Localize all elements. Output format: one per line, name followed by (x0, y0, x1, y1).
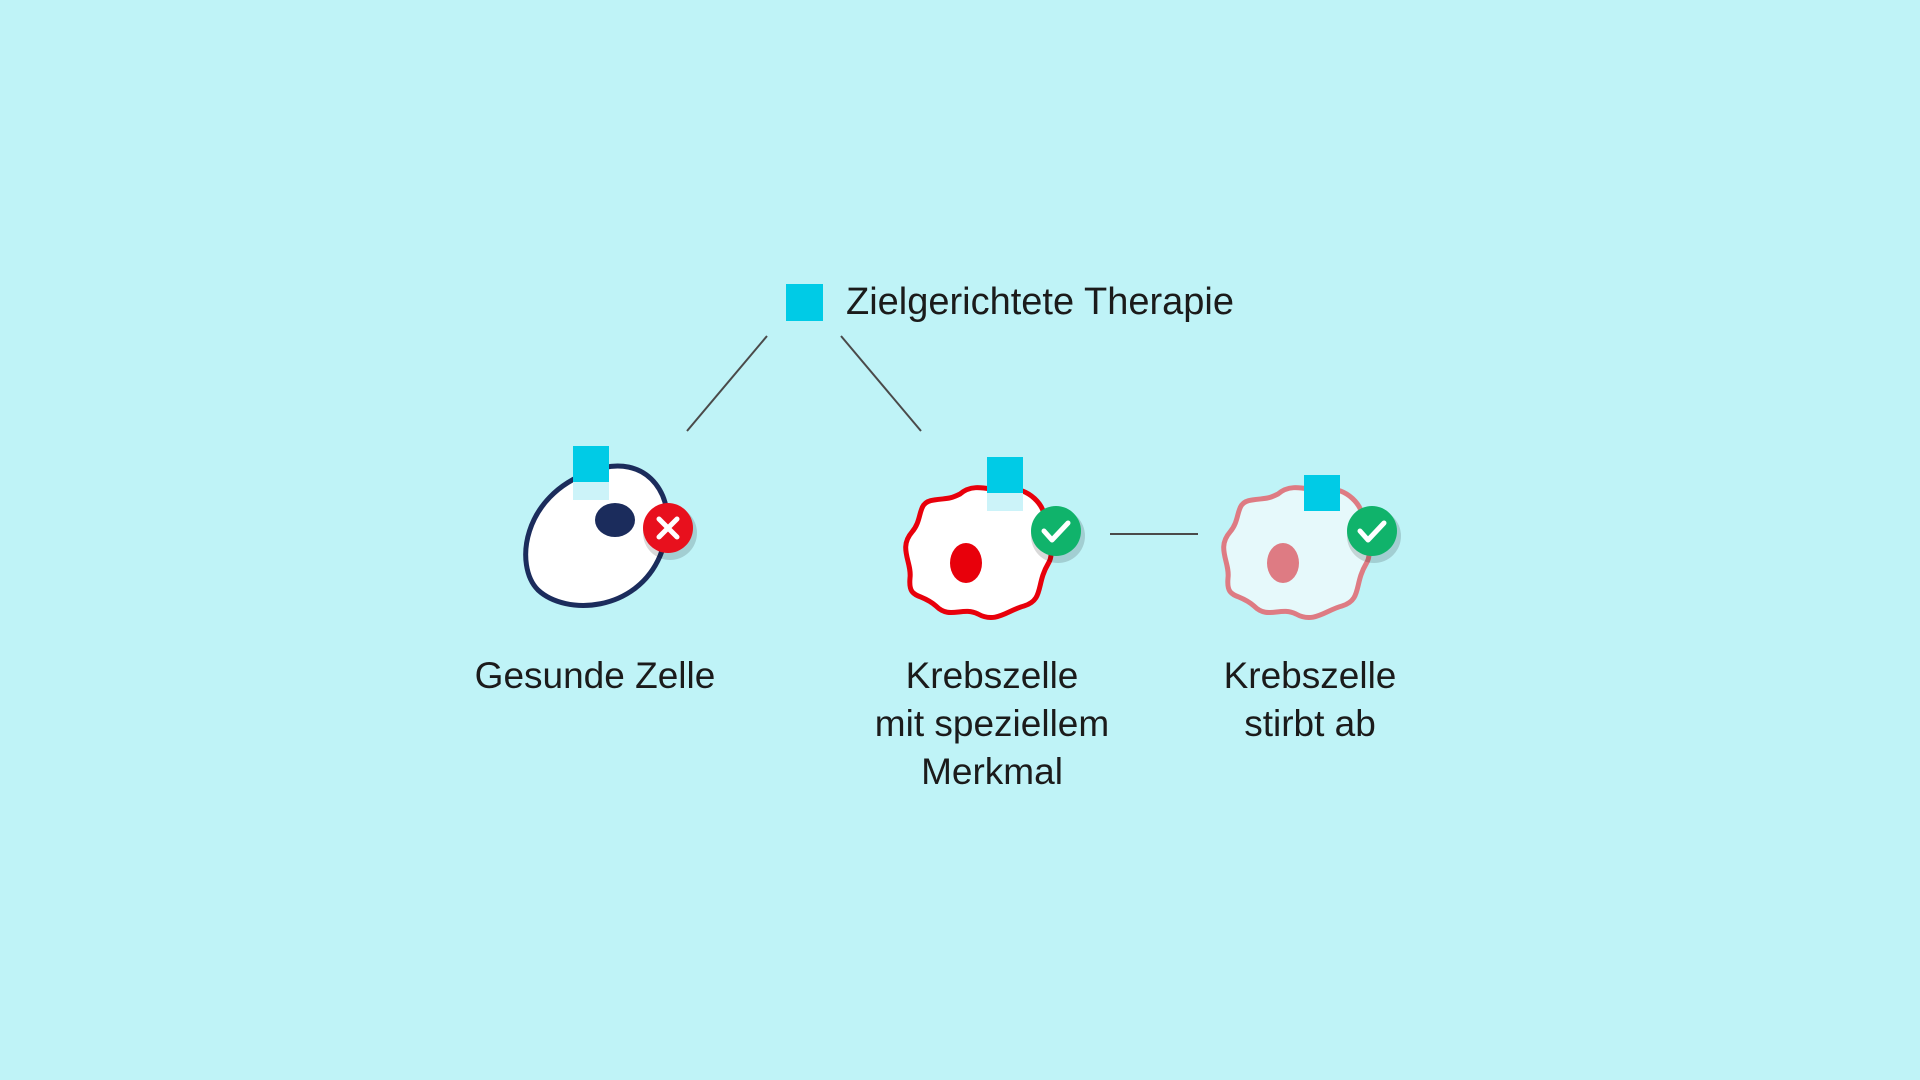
healthy-cell-cross-icon (643, 503, 697, 560)
healthy-cell-drug-square-shadow (573, 482, 609, 500)
dying-cell (1221, 475, 1401, 621)
dying-cell-label-line-2: stirbt ab (1244, 703, 1376, 744)
targeted-therapy-square-icon (786, 283, 823, 321)
dying-cell-label: Krebszelle stirbt ab (1150, 652, 1470, 748)
cancer-cell-label: Krebszelle mit speziellem Merkmal (832, 652, 1152, 796)
cancer-cell-nucleus (950, 543, 982, 583)
cancer-cell-drug-square (987, 457, 1023, 493)
cancer-cell-check-icon (1031, 506, 1085, 563)
legend: Zielgerichtete Therapie (786, 280, 1234, 323)
dying-cell-nucleus (1267, 543, 1299, 583)
legend-label: Zielgerichtete Therapie (846, 280, 1234, 323)
cancer-cell-drug-square-shadow (987, 493, 1023, 511)
cancer-cell-label-line-3: Merkmal (921, 751, 1063, 792)
connector-to-cancer-cell (840, 335, 922, 432)
healthy-cell-membrane (523, 463, 671, 608)
healthy-cell-label: Gesunde Zelle (435, 652, 755, 700)
cancer-cell-label-line-1: Krebszelle (905, 655, 1079, 696)
healthy-cell-nucleus (595, 503, 635, 537)
dying-cell-label-line-1: Krebszelle (1223, 655, 1397, 696)
dying-cell-check-icon (1347, 506, 1401, 563)
dying-cell-drug-square (1304, 475, 1340, 511)
healthy-cell-label-line: Gesunde Zelle (474, 655, 716, 696)
cancer-cell (903, 457, 1085, 621)
connector-to-healthy-cell (686, 335, 768, 432)
healthy-cell (523, 446, 697, 608)
cancer-cell-label-line-2: mit speziellem (874, 703, 1110, 744)
healthy-cell-drug-square (573, 446, 609, 482)
